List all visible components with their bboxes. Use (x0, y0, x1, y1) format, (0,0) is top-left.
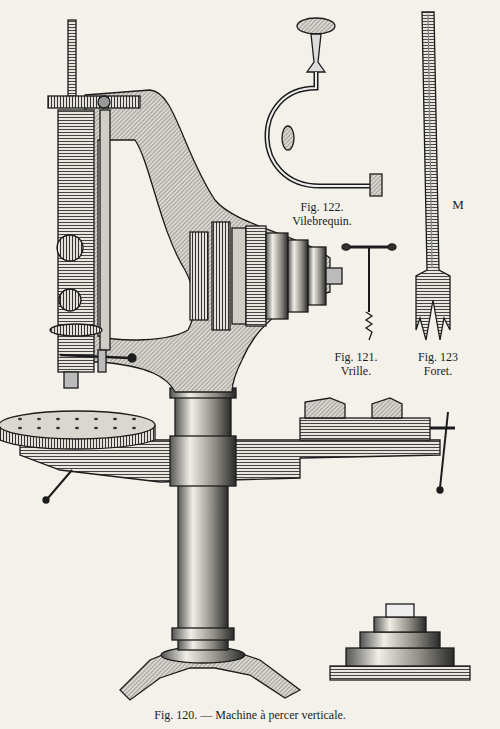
table-hole (56, 418, 60, 420)
table-hole (18, 427, 22, 429)
figure-caption: Fig. 120. — Machine à percer verticale. (154, 708, 346, 723)
table-hole (37, 418, 41, 420)
figure-number: Fig. 122. (300, 200, 343, 214)
table-hole (113, 418, 117, 420)
table-hole (75, 418, 79, 420)
table-hole (18, 418, 22, 420)
figure-number: Fig. 121. (334, 350, 377, 364)
table-hole (37, 427, 41, 429)
table-hole (113, 427, 117, 429)
table-hole (132, 418, 136, 420)
drilling-machine (0, 20, 470, 700)
figure-number: Fig. 123 (418, 350, 458, 364)
table-hole (132, 427, 136, 429)
table-hole (56, 427, 60, 429)
table-hole (75, 427, 79, 429)
brace (267, 18, 382, 196)
gimlet (342, 244, 396, 340)
tool-name: Foret. (424, 364, 452, 378)
table-hole (94, 427, 98, 429)
table-hole (94, 418, 98, 420)
part-letter: M (452, 198, 464, 212)
tool-name: Vilebrequin. (292, 214, 352, 228)
tool-name: Vrille. (341, 364, 371, 378)
bit (416, 12, 450, 340)
